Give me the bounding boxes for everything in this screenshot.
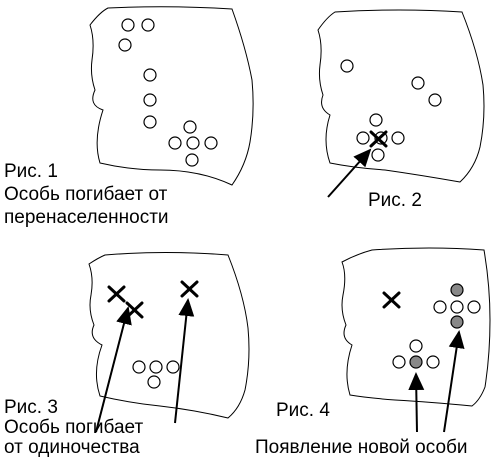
- live-cell: [369, 113, 383, 127]
- fig3-caption-line-1: Особь погибает: [4, 417, 144, 438]
- fig1-label: Рис. 1: [4, 161, 58, 182]
- new-cell: [450, 315, 464, 329]
- new-cell: [409, 355, 423, 369]
- pointer-arrow: [174, 298, 195, 424]
- live-cell: [391, 131, 405, 145]
- fig1-caption-line-2: перенаселенности: [4, 207, 169, 228]
- live-cell: [141, 18, 155, 32]
- fig4-label: Рис. 4: [276, 400, 330, 421]
- live-cell: [185, 153, 199, 167]
- cell-group: [392, 300, 481, 369]
- live-cell: [143, 68, 157, 82]
- panel-fig3: [88, 252, 250, 433]
- cell-group: [118, 18, 218, 167]
- panel-fig4: [341, 247, 491, 433]
- dead-cell-cross: [369, 130, 388, 148]
- fig3-caption-line-2: от одиночества: [4, 437, 140, 458]
- live-cell: [147, 375, 161, 389]
- live-cell: [450, 300, 464, 314]
- live-cell: [166, 360, 180, 374]
- live-cell: [118, 38, 132, 52]
- panel-fig1: [89, 6, 254, 186]
- field-outline: [341, 247, 491, 407]
- panel-fig2: [317, 9, 485, 198]
- pointer-arrow: [408, 372, 425, 433]
- live-cell: [204, 136, 218, 150]
- live-cell: [392, 355, 406, 369]
- cell-group: [340, 59, 442, 162]
- live-cell: [426, 355, 440, 369]
- dead-cell-cross: [382, 291, 401, 309]
- cell-group: [132, 360, 180, 389]
- fig4-caption: Появление новой особи: [255, 437, 468, 458]
- dead-cell-cross: [107, 285, 126, 303]
- live-cell: [149, 360, 163, 374]
- live-cell: [132, 360, 146, 374]
- dead-cell-cross: [180, 280, 199, 298]
- field-outline: [88, 252, 250, 419]
- new-cell: [450, 283, 464, 297]
- fig3-label: Рис. 3: [4, 397, 58, 418]
- fig1-caption-line-1: Особь погибает от: [4, 184, 168, 205]
- field-outline: [317, 9, 485, 183]
- live-cell: [186, 136, 200, 150]
- new-cell-group: [409, 283, 464, 369]
- live-cell: [411, 76, 425, 90]
- live-cell: [143, 115, 157, 129]
- pointer-arrow: [327, 148, 372, 198]
- pointer-arrow: [95, 306, 132, 433]
- live-cell: [121, 18, 135, 32]
- live-cell: [340, 59, 354, 73]
- live-cell: [428, 93, 442, 107]
- live-cell: [356, 131, 370, 145]
- live-cell: [371, 148, 385, 162]
- live-cell: [409, 339, 423, 353]
- dead-cell-cross: [125, 301, 144, 319]
- live-cell: [467, 300, 481, 314]
- live-cell: [433, 300, 447, 314]
- live-cell: [168, 136, 182, 150]
- field-outline: [89, 6, 254, 186]
- pointer-arrow: [443, 330, 465, 433]
- fig2-label: Рис. 2: [368, 190, 422, 211]
- live-cell: [143, 93, 157, 107]
- live-cell: [183, 120, 197, 134]
